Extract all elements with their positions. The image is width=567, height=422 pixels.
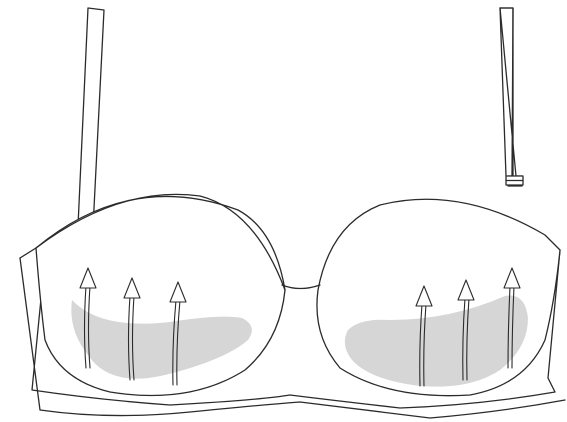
center-gore	[282, 285, 320, 289]
right-strap	[500, 8, 523, 186]
left-strap	[78, 8, 104, 228]
